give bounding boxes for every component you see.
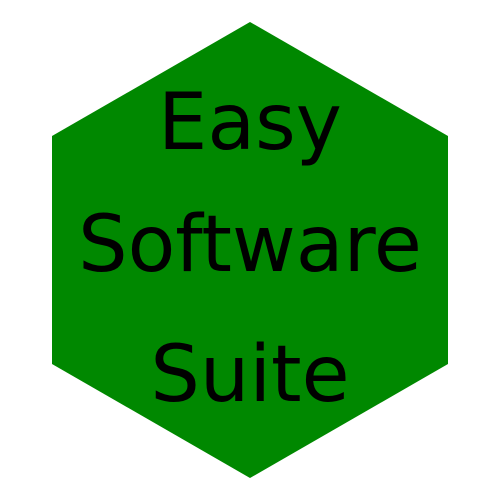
hexagon-shape xyxy=(52,22,448,478)
logo-line-suite: Suite xyxy=(150,330,350,420)
logo-line-software: Software xyxy=(78,200,422,290)
logo-line-easy: Easy xyxy=(158,78,342,168)
